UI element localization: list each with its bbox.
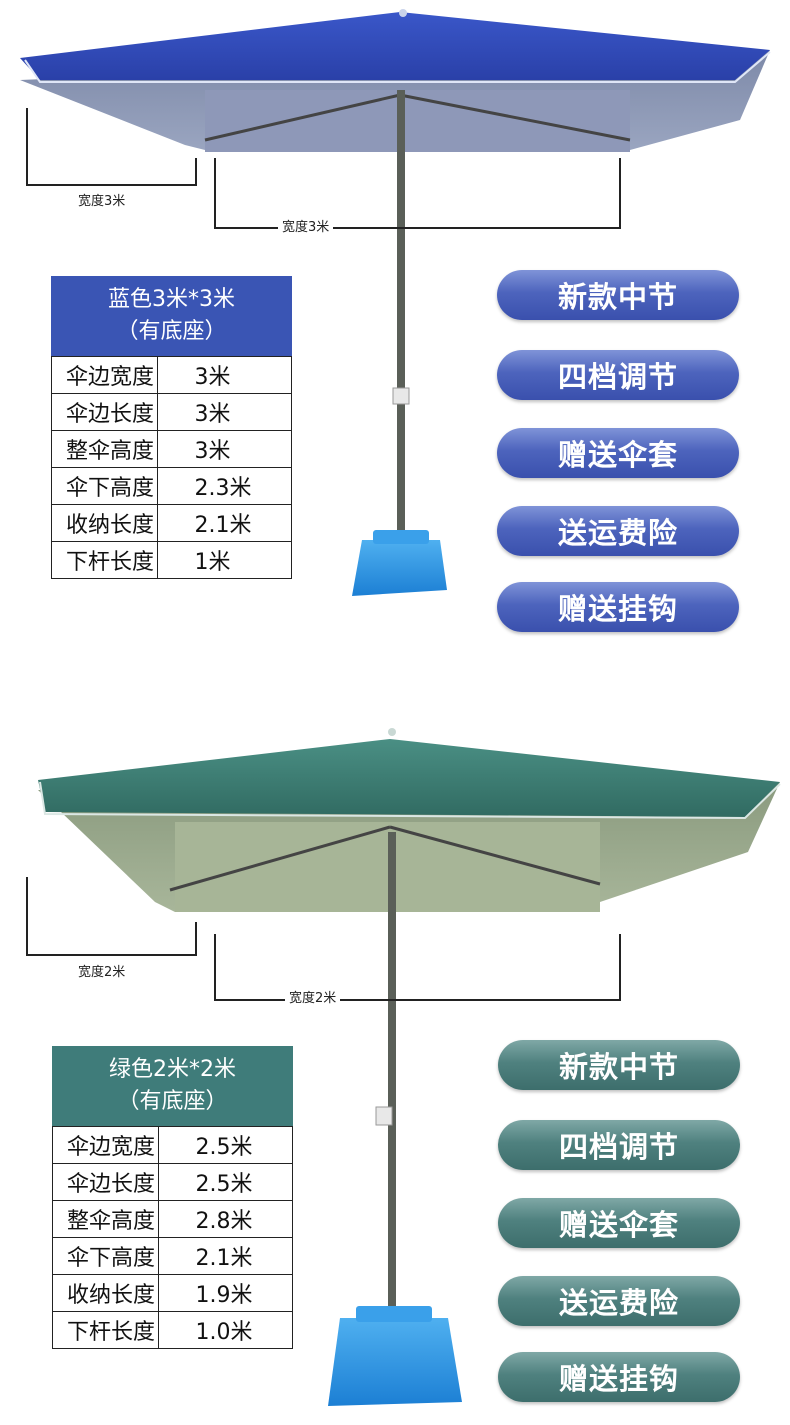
- feature-badge: 新款中节: [497, 270, 739, 320]
- spec-key: 伞下高度: [51, 1237, 160, 1275]
- feature-badge: 赠送伞套: [498, 1198, 740, 1248]
- spec-key: 收纳长度: [50, 504, 159, 542]
- spec-title: 绿色2米*2米: [109, 1057, 236, 1082]
- spec-value: 2.5米: [158, 1126, 293, 1164]
- spec-title: 蓝色3米*3米: [108, 287, 235, 312]
- dimension-label-left: 宽度2米: [74, 965, 130, 981]
- dimension-bracket-bottom: [214, 934, 621, 1001]
- spec-key: 伞下高度: [50, 467, 159, 505]
- spec-value: 2.5米: [158, 1163, 293, 1201]
- canopy-inner-panel: [175, 822, 600, 912]
- spec-subtitle: （有底座）: [117, 1089, 228, 1114]
- spec-value: 2.1米: [157, 504, 292, 542]
- spec-key: 收纳长度: [51, 1274, 160, 1312]
- feature-badge: 送运费险: [497, 506, 739, 556]
- spec-value: 1.0米: [158, 1311, 293, 1349]
- spec-key: 伞边宽度: [51, 1126, 160, 1164]
- spec-key: 伞边长度: [51, 1163, 160, 1201]
- pole-joint: [392, 387, 410, 405]
- spec-table-header: 蓝色3米*3米 （有底座）: [51, 276, 292, 356]
- canopy-trim: [39, 781, 781, 820]
- dimension-bracket-left: [26, 108, 197, 186]
- canopy-rib: [204, 93, 401, 142]
- base-top: [356, 1306, 432, 1322]
- spec-value: 2.3米: [157, 467, 292, 505]
- dimension-bracket-left: [26, 877, 197, 956]
- spec-subtitle: （有底座）: [116, 319, 227, 344]
- canopy-inner-panel: [205, 90, 630, 152]
- spec-value: 3米: [157, 356, 292, 394]
- dimension-bracket-bottom: [214, 158, 621, 229]
- base-top: [373, 530, 429, 544]
- spec-value: 2.1米: [158, 1237, 293, 1275]
- feature-badge: 赠送挂钩: [497, 582, 739, 632]
- spec-value: 2.8米: [158, 1200, 293, 1238]
- spec-key: 下杆长度: [51, 1311, 160, 1349]
- canopy-finial: [388, 728, 396, 736]
- spec-key: 伞边宽度: [50, 356, 159, 394]
- umbrella-pole: [388, 832, 396, 1312]
- spec-value: 1米: [157, 541, 292, 579]
- umbrella-pole: [397, 90, 405, 540]
- canopy-rib: [389, 825, 601, 886]
- canopy-top: [38, 739, 780, 817]
- canopy-rib: [169, 825, 391, 892]
- dimension-label-bottom: 宽度3米: [278, 220, 334, 236]
- pole-joint: [375, 1106, 393, 1126]
- spec-key: 伞边长度: [50, 393, 159, 431]
- spec-value: 3米: [157, 393, 292, 431]
- spec-value: 3米: [157, 430, 292, 468]
- feature-badge: 四档调节: [498, 1120, 740, 1170]
- canopy-trim: [24, 51, 771, 83]
- canopy-rib: [399, 93, 631, 142]
- umbrella-base: [328, 1318, 462, 1406]
- canopy-finial: [399, 9, 407, 17]
- green-umbrella-illustration: [26, 728, 781, 1406]
- spec-key: 整伞高度: [51, 1200, 160, 1238]
- feature-badge: 赠送伞套: [497, 428, 739, 478]
- feature-badge: 四档调节: [497, 350, 739, 400]
- dimension-label-bottom: 宽度2米: [285, 991, 341, 1007]
- dimension-label-left: 宽度3米: [74, 194, 130, 210]
- feature-badge: 送运费险: [498, 1276, 740, 1326]
- feature-badge: 新款中节: [498, 1040, 740, 1090]
- umbrella-base: [352, 540, 447, 596]
- spec-value: 1.9米: [158, 1274, 293, 1312]
- blue-umbrella-illustration: [20, 9, 771, 596]
- spec-table-header: 绿色2米*2米 （有底座）: [52, 1046, 293, 1126]
- spec-key: 下杆长度: [50, 541, 159, 579]
- spec-key: 整伞高度: [50, 430, 159, 468]
- canopy-top: [20, 12, 770, 80]
- feature-badge: 赠送挂钩: [498, 1352, 740, 1402]
